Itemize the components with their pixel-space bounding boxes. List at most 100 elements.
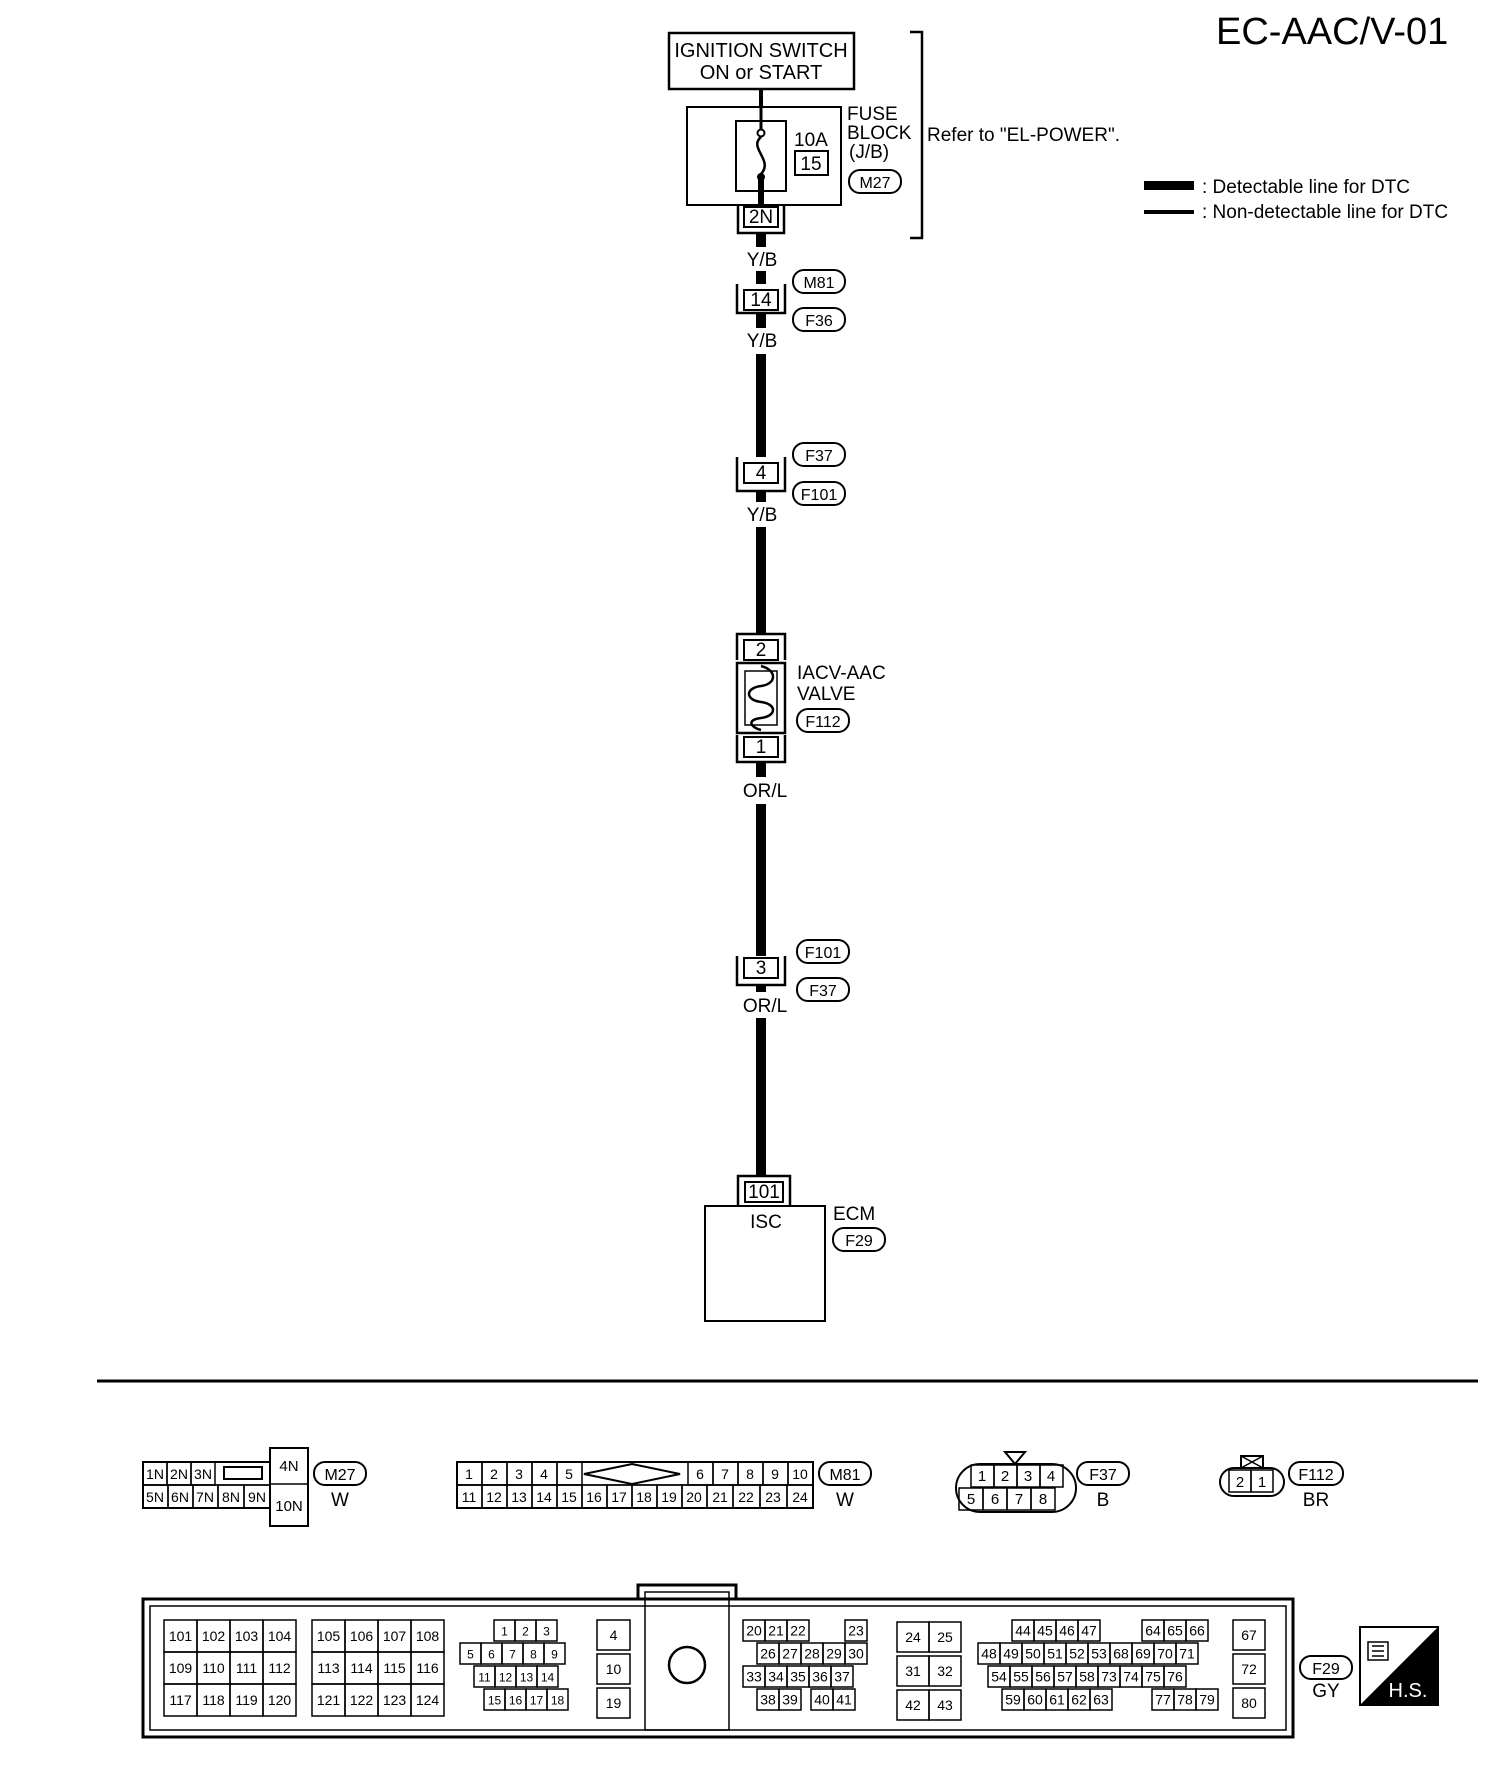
legend-non-detectable-swatch: [1144, 210, 1194, 214]
f29-pin: 15: [488, 1694, 502, 1708]
connector-view-f37: 1 2 3 4 5 6 7 8 F37 B: [955, 1451, 1130, 1513]
m27-pin: 10N: [275, 1498, 303, 1515]
m81-pin: 9: [771, 1466, 779, 1482]
f29-pin: 80: [1241, 1695, 1257, 1711]
connector-badge-f101-b: F101: [805, 945, 842, 962]
f29-pin: 79: [1199, 1692, 1215, 1708]
f29-pin: 27: [782, 1646, 798, 1662]
fuse-block-label3: (J/B): [849, 142, 889, 163]
fuse-symbol-icon: [756, 136, 766, 175]
f29-pin: 73: [1101, 1669, 1117, 1685]
m81-pin: 12: [486, 1489, 502, 1505]
f37-id: F37: [1089, 1467, 1117, 1484]
m81-pin: 8: [746, 1466, 754, 1482]
m27-pin: 8N: [222, 1489, 240, 1505]
f29-pin: 14: [541, 1671, 555, 1685]
f29-pin-cell: [928, 1621, 962, 1653]
ignition-switch-line2: ON or START: [700, 62, 823, 84]
wire-color-orl-1: OR/L: [743, 781, 787, 802]
f29-pin: 35: [790, 1669, 806, 1685]
f29-pin: 22: [790, 1623, 806, 1639]
f29-pin: 56: [1035, 1669, 1051, 1685]
f29-pin: 71: [1179, 1646, 1195, 1662]
wire-color-orl-2: OR/L: [743, 996, 787, 1017]
f29-pin-cell: [1089, 1688, 1113, 1711]
f29-pin: 113: [317, 1660, 340, 1676]
f29-pin-cell: [546, 1688, 569, 1711]
f29-center-lock: [667, 1645, 707, 1685]
fuse-bracket: [910, 30, 924, 240]
f29-pin-cell: [844, 1642, 868, 1665]
m81-pin: 24: [792, 1489, 808, 1505]
f29-pin: 50: [1025, 1646, 1041, 1662]
f29-pin: 102: [202, 1628, 226, 1644]
f29-pin: 6: [488, 1648, 495, 1662]
f29-pin: 68: [1113, 1646, 1129, 1662]
f29-pin: 42: [905, 1697, 921, 1713]
f29-pin: 78: [1177, 1692, 1193, 1708]
f37-pin: 7: [1015, 1491, 1023, 1508]
connector-view-m27: 1N 2N 3N 5N 6N 7N 8N 9N 4N 10N M27 W: [142, 1447, 367, 1527]
m27-pin: 1N: [146, 1466, 164, 1482]
f29-pin: 48: [981, 1646, 997, 1662]
m27-color: W: [331, 1490, 349, 1511]
fuse-terminal-2n: 2N: [749, 207, 773, 228]
f29-pin-cell: [1232, 1619, 1266, 1651]
f29-pin: 20: [746, 1623, 762, 1639]
m81-pin: 5: [565, 1466, 573, 1482]
f29-hs: H.S.: [1389, 1680, 1428, 1702]
f29-pin: 52: [1069, 1646, 1085, 1662]
fuse-number: 15: [800, 154, 821, 175]
wire-orl-2: [756, 1018, 766, 1176]
f29-pin-cell: [1232, 1653, 1266, 1685]
f29-pin: 1: [501, 1625, 508, 1639]
f29-pin: 13: [520, 1671, 534, 1685]
f29-pin: 115: [383, 1660, 406, 1676]
f29-pin-cell: [1077, 1619, 1101, 1642]
fuse-refer-note: Refer to "EL-POWER".: [927, 125, 1120, 146]
m81-pin: 18: [636, 1489, 652, 1505]
f29-pin: 51: [1047, 1646, 1063, 1662]
f37-pin: 4: [1047, 1468, 1055, 1485]
joint-pin-4: 4: [756, 463, 767, 484]
f29-pin: 70: [1157, 1646, 1173, 1662]
connector-badge-f37-b: F37: [809, 983, 837, 1000]
f29-pin: 112: [268, 1660, 291, 1676]
f29-pin: 58: [1079, 1669, 1095, 1685]
f29-pin: 49: [1003, 1646, 1019, 1662]
fuse-amperage: 10A: [794, 130, 828, 151]
connector-badge-m81: M81: [803, 275, 834, 292]
wire-color-yb-2: Y/B: [747, 331, 778, 352]
f29-pin-cell: [262, 1683, 297, 1717]
m81-pin: 1: [465, 1466, 473, 1482]
f29-pin: 19: [606, 1695, 622, 1711]
wire-yb-3: [756, 527, 766, 634]
f29-pin: 107: [383, 1628, 407, 1644]
legend-detectable-label: : Detectable line for DTC: [1202, 177, 1410, 198]
f29-pin: 120: [268, 1692, 292, 1708]
f29-pin-cell: [1232, 1687, 1266, 1719]
f29-pin: 55: [1013, 1669, 1029, 1685]
f29-pin: 4: [610, 1627, 618, 1643]
f29-pin: 7: [509, 1648, 516, 1662]
f29-pin-cell: [1195, 1688, 1219, 1711]
f29-pin-cell: [410, 1683, 445, 1717]
f29-pin: 21: [768, 1623, 784, 1639]
f29-pin-cell: [928, 1655, 962, 1687]
f29-pin: 10: [606, 1661, 622, 1677]
f29-pin: 18: [551, 1694, 565, 1708]
f29-pin-cell: [1185, 1619, 1209, 1642]
fuse-block-label2: BLOCK: [847, 123, 912, 144]
connector-badge-f36: F36: [805, 313, 833, 330]
f29-pin-cell: [596, 1687, 631, 1719]
f29-pin: 74: [1123, 1669, 1139, 1685]
f29-pin: 111: [236, 1660, 257, 1676]
f29-pin: 17: [530, 1694, 544, 1708]
f37-color: B: [1097, 1490, 1110, 1511]
m81-color: W: [836, 1490, 854, 1511]
f29-pin: 34: [768, 1669, 784, 1685]
f29-pin: 60: [1027, 1692, 1043, 1708]
f29-pin-cell: [596, 1619, 631, 1651]
f29-pin: 109: [169, 1660, 193, 1676]
